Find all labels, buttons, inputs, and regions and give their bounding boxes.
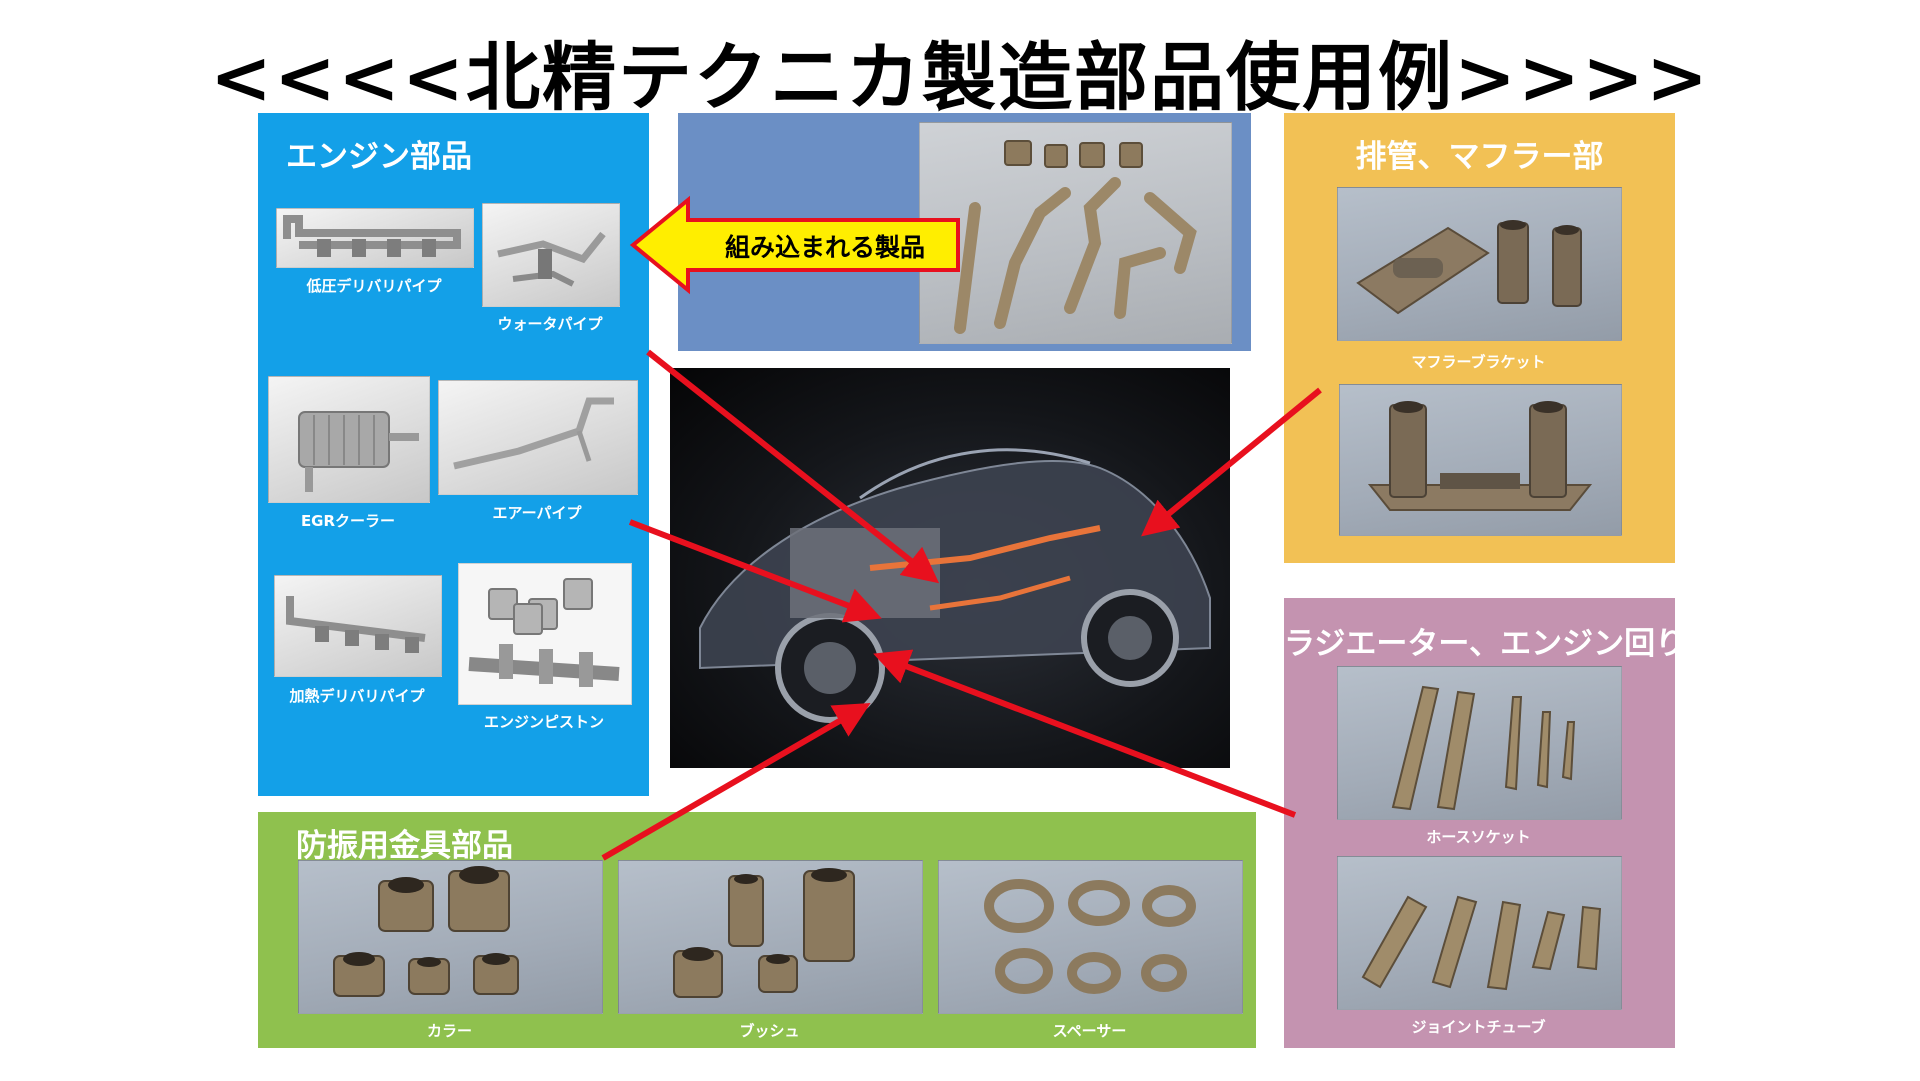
joint-tube-caption: ジョイントチューブ <box>1411 1018 1546 1036</box>
engine-piston-icon <box>468 578 620 687</box>
collar-photo <box>298 860 603 1014</box>
air-pipe-caption: エアーパイプ <box>492 504 582 522</box>
joint-tube-photo <box>1337 856 1622 1010</box>
page-title: <<<<北精テクニカ製造部品使用例>>>> <box>209 35 1711 121</box>
muffler-bracket-2-icon <box>1367 401 1593 511</box>
egr-cooler-icon <box>298 411 419 492</box>
spacer-caption: スペーサー <box>1052 1022 1127 1040</box>
arrow-radiator <box>873 649 1297 818</box>
antivibration-panel-title: 防振用金具部品 <box>296 828 513 864</box>
callout-text: 組み込まれる製品 <box>724 233 925 262</box>
exhaust-panel-title: 排管、マフラー部 <box>1355 139 1604 175</box>
radiator-engine-panel: ラジエーター、エンジン回り ホースソケット ジョイントチューブ <box>1284 598 1687 1048</box>
bush-photo <box>618 860 923 1014</box>
hose-socket-icon <box>1391 685 1576 811</box>
muffler-bracket-caption: マフラーブラケット <box>1411 353 1546 371</box>
joint-tube-icon <box>1361 895 1602 991</box>
hose-socket-photo <box>1337 666 1622 820</box>
bush-icon <box>673 868 855 998</box>
egr-cooler-caption: EGRクーラー <box>300 512 396 530</box>
collar-caption: カラー <box>426 1022 472 1040</box>
callout-arrow <box>629 195 960 295</box>
bush-caption: ブッシュ <box>739 1022 800 1040</box>
muffler-bracket-2-photo <box>1339 384 1622 536</box>
muffler-bracket-icon <box>1356 220 1582 315</box>
water-pipe-icon <box>497 231 606 287</box>
arrow-antivibration <box>601 702 871 861</box>
engine-panel-title: エンジン部品 <box>286 139 472 175</box>
muffler-bracket-photo <box>1337 187 1622 341</box>
spacer-photo <box>938 860 1243 1014</box>
pipe-assortment-icon <box>954 140 1197 334</box>
engine-parts-panel: エンジン部品 低圧デリバリパイプ ウォータパイプ EGRクーラー エアーパイプ <box>258 113 649 796</box>
collar-icon <box>333 866 519 997</box>
hose-socket-caption: ホースソケット <box>1426 828 1531 846</box>
engine-piston-caption: エンジンピストン <box>483 713 604 731</box>
egr-cooler-photo <box>268 376 430 503</box>
arrow-exhaust <box>1141 387 1322 537</box>
engine-piston-photo <box>458 563 632 705</box>
car-image <box>670 368 1230 768</box>
heated-delivery-pipe-caption: 加熱デリバリパイプ <box>289 687 425 705</box>
air-pipe-icon <box>453 397 614 470</box>
delivery-pipe-caption: 低圧デリバリパイプ <box>306 277 442 295</box>
delivery-pipe-icon <box>283 215 461 257</box>
delivery-pipe-photo <box>276 208 474 268</box>
exhaust-muffler-panel: 排管、マフラー部 マフラーブラケット <box>1284 113 1675 563</box>
spacer-icon <box>984 879 1196 994</box>
antivibration-panel: 防振用金具部品 カラー ブッシュ スペーサー <box>258 812 1256 1048</box>
water-pipe-photo <box>482 203 620 307</box>
heated-delivery-pipe-photo <box>274 575 442 677</box>
water-pipe-caption: ウォータパイプ <box>497 315 603 333</box>
radiator-panel-title: ラジエーター、エンジン回り <box>1284 626 1687 662</box>
air-pipe-photo <box>438 380 638 495</box>
arrow-engine-top <box>646 349 940 584</box>
integrated-products-photo <box>919 122 1232 344</box>
arrow-engine-mid <box>628 519 882 623</box>
heated-delivery-pipe-icon <box>286 596 426 653</box>
